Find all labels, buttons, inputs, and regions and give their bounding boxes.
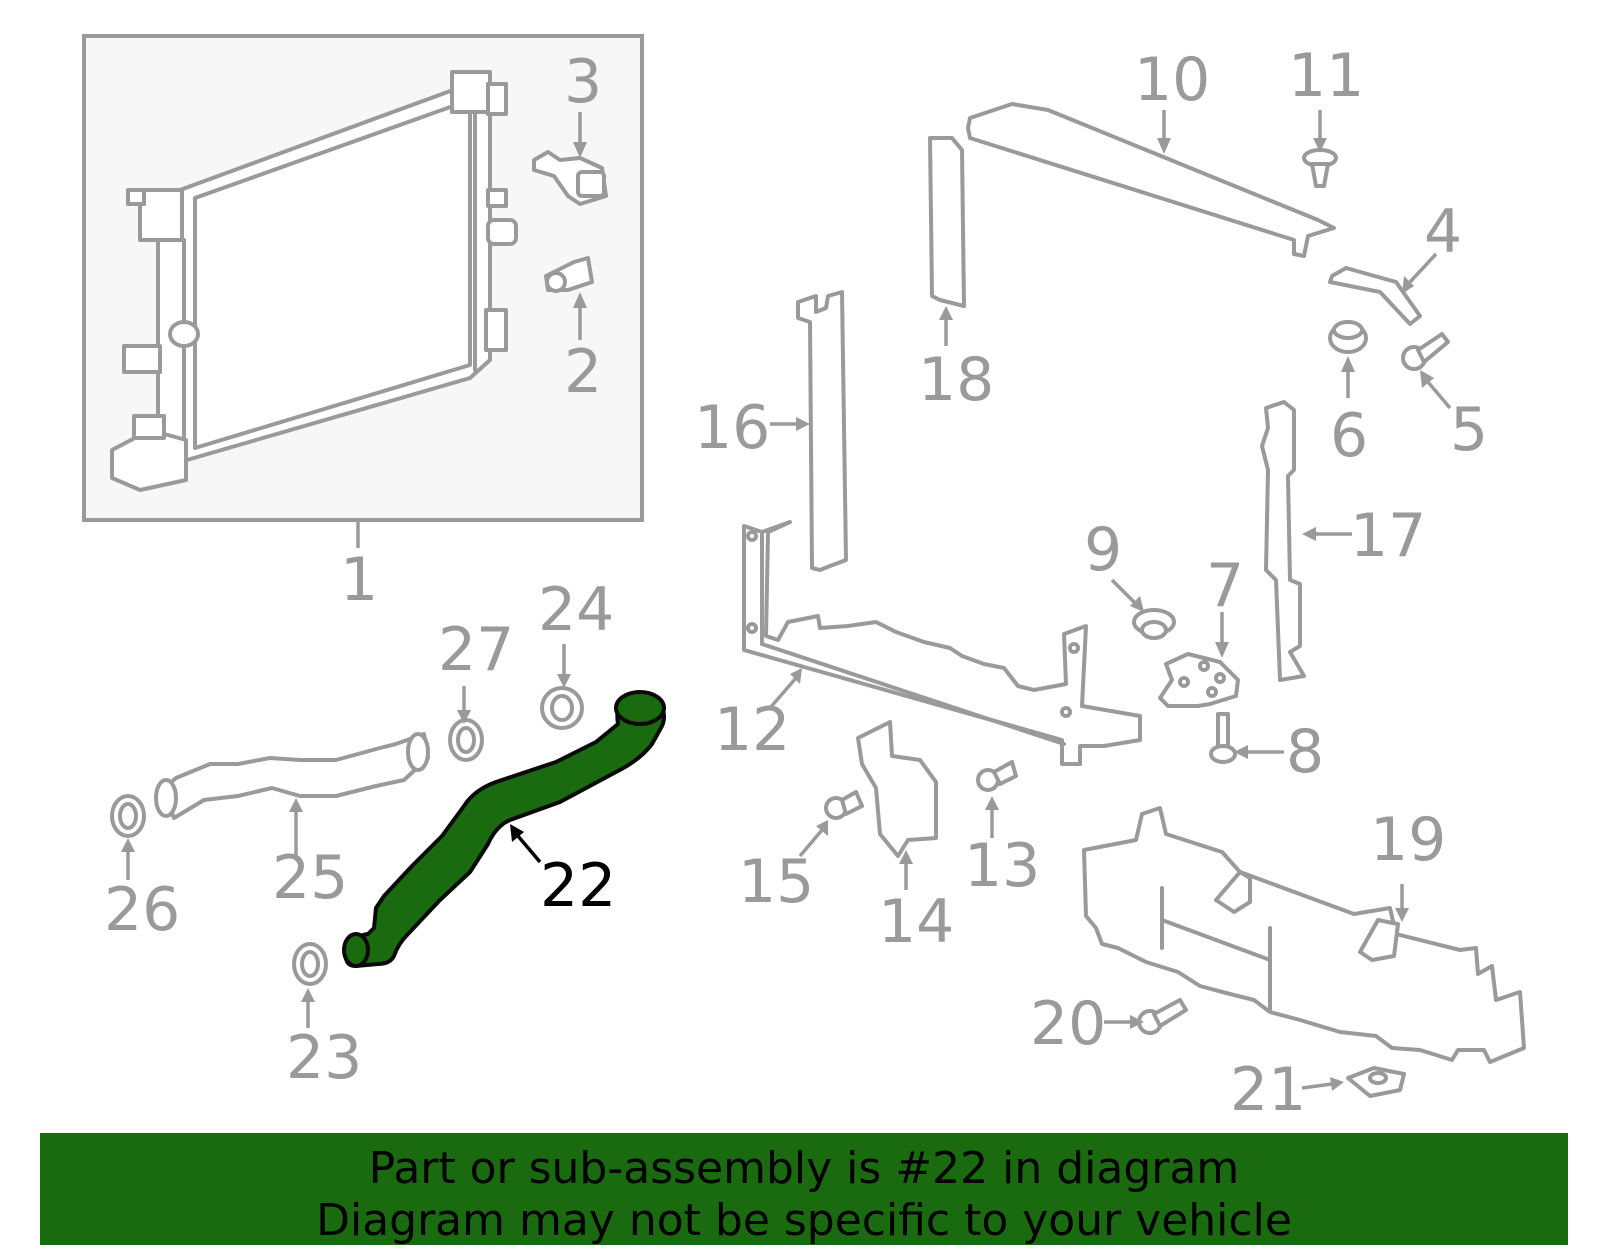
callout-12: 12 xyxy=(714,695,790,765)
banner-line-2: Diagram may not be specific to your vehi… xyxy=(316,1195,1292,1246)
callout-3: 3 xyxy=(564,47,602,117)
callout-17: 17 xyxy=(1350,501,1426,571)
clamp-part-24[interactable] xyxy=(540,686,584,730)
grommet-part-9[interactable] xyxy=(1132,608,1176,640)
clamp-part-27[interactable] xyxy=(448,718,484,762)
callout-24: 24 xyxy=(538,575,614,645)
callout-15: 15 xyxy=(738,847,814,917)
side-seal-left[interactable] xyxy=(928,136,966,308)
callout-27: 27 xyxy=(438,615,514,685)
grommet-part[interactable] xyxy=(1328,320,1368,354)
callout-6: 6 xyxy=(1330,401,1368,471)
callout-22: 22 xyxy=(540,851,616,921)
lower-support-frame[interactable] xyxy=(742,520,1142,766)
side-seal-part-17[interactable] xyxy=(1260,400,1306,682)
callout-26: 26 xyxy=(104,875,180,945)
upper-tie-bar[interactable] xyxy=(966,102,1336,258)
hose-part-25[interactable] xyxy=(154,732,430,820)
callout-1: 1 xyxy=(340,545,378,615)
radiator-hose-highlighted[interactable] xyxy=(342,690,666,968)
callout-10: 10 xyxy=(1134,45,1210,115)
banner-line-1: Part or sub-assembly is #22 in diagram xyxy=(368,1143,1240,1194)
bolt-part-8[interactable] xyxy=(1209,712,1237,764)
clip-part-15[interactable] xyxy=(824,790,864,820)
part-info-banner: Part or sub-assembly is #22 in diagram D… xyxy=(40,1133,1568,1246)
sensor-small[interactable] xyxy=(544,256,594,293)
sensor-part[interactable] xyxy=(532,150,608,206)
push-pin-part[interactable] xyxy=(1302,148,1338,188)
callout-11: 11 xyxy=(1288,41,1364,111)
air-deflector-part[interactable] xyxy=(1082,806,1526,1064)
callout-4: 4 xyxy=(1424,197,1462,267)
mount-plate-part[interactable] xyxy=(1158,652,1240,708)
callout-9: 9 xyxy=(1084,515,1122,585)
callout-2: 2 xyxy=(564,337,602,407)
bolt-part-5[interactable] xyxy=(1401,332,1450,371)
callout-5: 5 xyxy=(1450,395,1488,465)
callout-20: 20 xyxy=(1030,989,1106,1059)
callout-8: 8 xyxy=(1286,717,1324,787)
callout-25: 25 xyxy=(272,843,348,913)
clamp-part-23[interactable] xyxy=(292,942,328,986)
callout-21: 21 xyxy=(1230,1055,1306,1125)
callout-16: 16 xyxy=(694,393,770,463)
callout-19: 19 xyxy=(1370,805,1446,875)
clamp-part-26[interactable] xyxy=(110,794,146,838)
nut-clip-part[interactable] xyxy=(1346,1066,1406,1098)
bolt-part-20[interactable] xyxy=(1137,998,1188,1035)
bracket-part[interactable] xyxy=(1328,266,1422,326)
callout-23: 23 xyxy=(286,1023,362,1093)
bracket-part-14[interactable] xyxy=(856,720,938,858)
callout-13: 13 xyxy=(964,831,1040,901)
callout-7: 7 xyxy=(1206,551,1244,621)
callout-18: 18 xyxy=(918,345,994,415)
side-seal-part-16[interactable] xyxy=(796,290,848,572)
clip-part-13[interactable] xyxy=(976,760,1018,792)
callout-14: 14 xyxy=(878,887,954,957)
